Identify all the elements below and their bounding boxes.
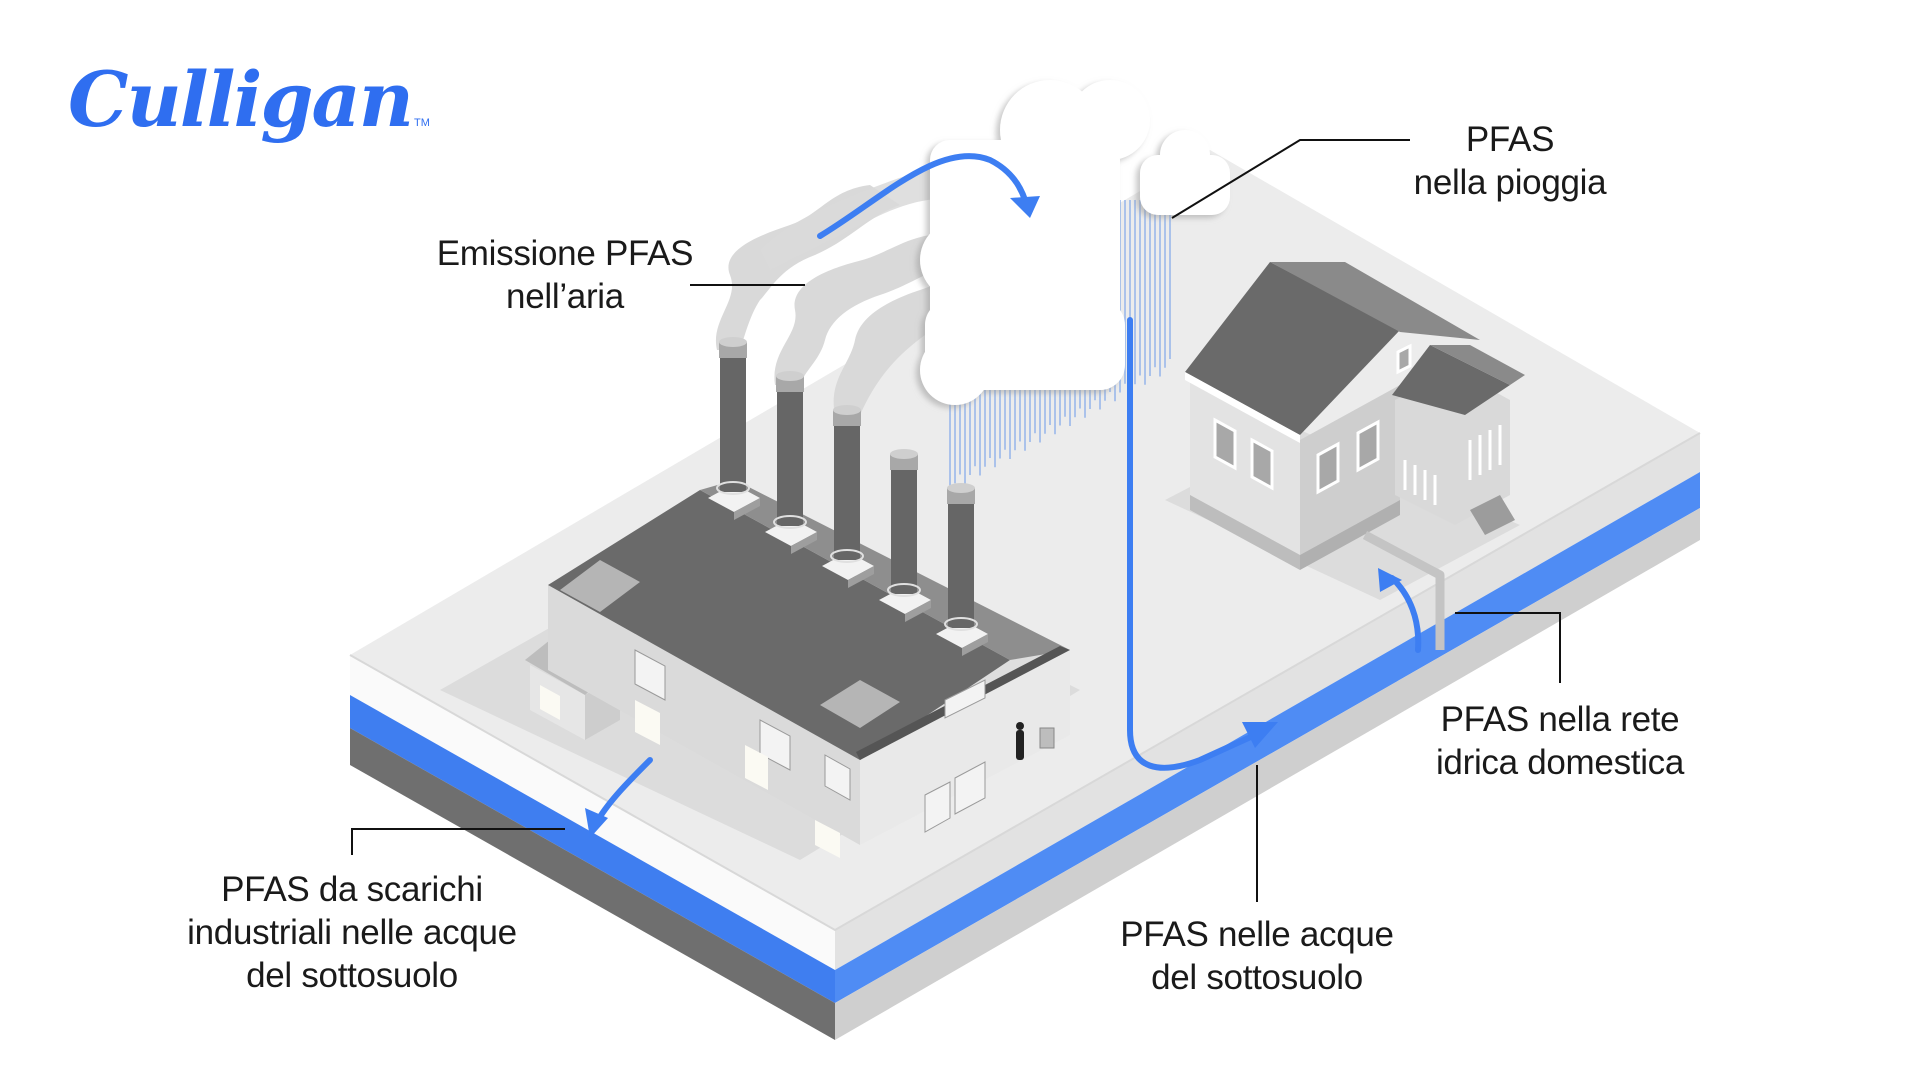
label-rain-line2: nella pioggia — [1413, 163, 1607, 202]
label-groundwater-line1: PFAS nelle acque — [1120, 915, 1394, 954]
cloud-small — [1140, 130, 1230, 215]
label-domestic-network-line1: PFAS nella rete — [1440, 700, 1680, 739]
leader-domestic-network — [1455, 612, 1561, 683]
smoke-plume — [774, 235, 960, 385]
label-groundwater-line2: del sottosuolo — [1151, 958, 1363, 997]
label-air-emission: Emissione PFAS nell’aria — [430, 232, 700, 318]
label-rain-line1: PFAS — [1465, 120, 1555, 159]
label-industrial-discharge-line1: PFAS da scarichi — [221, 870, 483, 909]
label-rain: PFAS nella pioggia — [1380, 118, 1640, 204]
arrow-rain-to-groundwater — [1127, 317, 1258, 771]
house-roof-back — [1270, 262, 1480, 340]
person-figure — [1016, 722, 1024, 760]
leader-industrial-discharge — [351, 828, 565, 855]
clouds — [920, 80, 1230, 405]
porch-railing — [1403, 425, 1502, 505]
arrowhead — [1378, 568, 1402, 592]
brand-name: Culligan — [68, 55, 414, 144]
porch-roof — [1392, 345, 1510, 415]
factory — [525, 480, 1070, 858]
arrow-heads — [585, 196, 1402, 838]
chimney — [765, 371, 817, 554]
water-pipe — [1362, 531, 1445, 650]
label-domestic-network: PFAS nella rete idrica domestica — [1410, 698, 1710, 784]
water-layer-right — [835, 472, 1700, 1003]
label-industrial-discharge: PFAS da scarichi industriali nelle acque… — [152, 868, 552, 997]
label-air-emission-line1: Emissione PFAS — [436, 234, 694, 273]
cloud-main — [920, 80, 1150, 405]
slab-right-top-layer — [835, 433, 1700, 970]
factory-wall-end — [860, 650, 1070, 845]
label-industrial-discharge-line2: industriali nelle acque — [187, 913, 517, 952]
arrowhead — [585, 808, 608, 838]
label-domestic-network-line2: idrica domestica — [1435, 743, 1685, 782]
factory-doors — [635, 700, 840, 858]
smoke-plume — [760, 165, 975, 270]
chimneys — [708, 337, 988, 656]
house-windows — [1213, 343, 1412, 495]
house-foundation — [1190, 495, 1300, 570]
label-industrial-discharge-line3: del sottosuolo — [246, 956, 458, 995]
chimney — [936, 483, 988, 656]
soil-layer-right — [835, 508, 1700, 1040]
water-layer-left — [350, 695, 835, 1003]
soil-layer-left — [350, 728, 835, 1040]
house — [1165, 262, 1525, 650]
trademark: TM — [414, 117, 430, 129]
arrowhead — [1010, 196, 1040, 218]
factory-roof — [548, 490, 1010, 760]
chimney — [708, 337, 760, 520]
house-roof — [1185, 262, 1400, 435]
label-groundwater: PFAS nelle acque del sottosuolo — [1107, 913, 1407, 999]
arrow-discharge-to-groundwater — [595, 757, 653, 823]
arrow-air-to-cloud — [817, 153, 1028, 239]
porch-steps — [1470, 495, 1515, 535]
chimney — [822, 405, 874, 588]
chimney — [879, 449, 931, 622]
arrow-groundwater-to-house — [1389, 575, 1422, 653]
label-air-emission-line2: nell’aria — [506, 277, 624, 316]
leader-lines — [351, 139, 1561, 902]
factory-wall-long — [548, 585, 860, 845]
arrowhead — [1242, 722, 1278, 748]
leader-rain — [1171, 139, 1410, 219]
flow-arrows — [595, 153, 1422, 823]
